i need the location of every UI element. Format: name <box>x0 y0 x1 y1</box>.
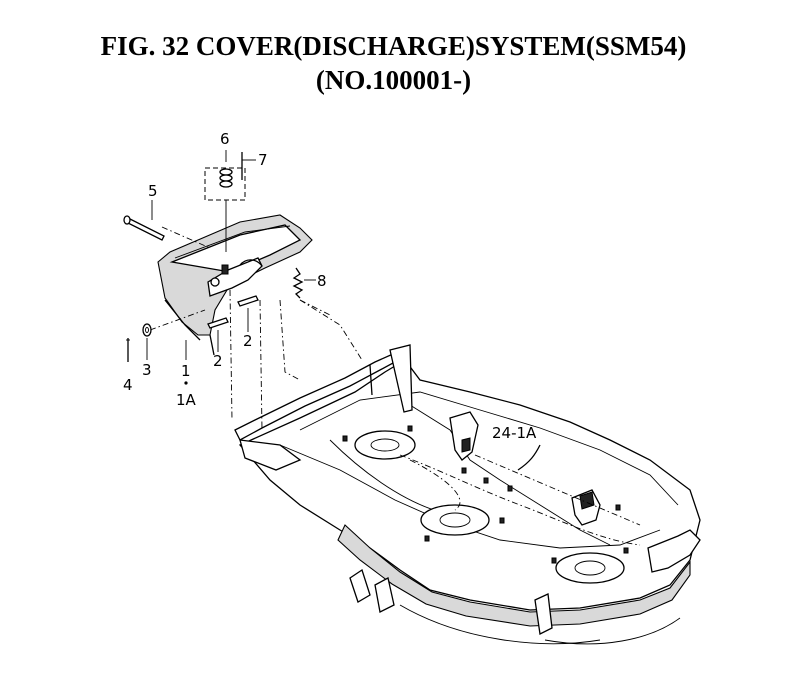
svg-text:4: 4 <box>123 376 133 394</box>
guide-line <box>259 299 263 431</box>
spring-6: 6 <box>204 130 246 252</box>
figure-serial-range: (NO.100001-) <box>315 65 472 95</box>
mower-deck-housing <box>234 344 701 645</box>
svg-text:3: 3 <box>142 361 152 379</box>
svg-text:7: 7 <box>258 151 268 169</box>
washer-3: 3 <box>142 323 152 379</box>
guide-line <box>299 299 363 361</box>
svg-text:24-1A: 24-1A <box>492 424 537 442</box>
guide-line <box>229 289 233 421</box>
spring-8: 8 <box>292 267 331 316</box>
guide-line <box>149 309 206 331</box>
spacer-2-left: 2 <box>207 317 229 370</box>
figure-title: FIG. 32 COVER(DISCHARGE)SYSTEM(SSM54) <box>100 31 687 61</box>
svg-text:1A: 1A <box>176 391 197 409</box>
spacer-2-right: 2 <box>237 295 259 350</box>
callout-24-1a: 24-1A <box>492 424 541 471</box>
cotter-pin-4: 4 <box>123 338 133 394</box>
svg-text:6: 6 <box>220 130 230 148</box>
callout-1-1a: 1 1A <box>176 340 197 409</box>
svg-text:1: 1 <box>181 362 191 380</box>
svg-text:2: 2 <box>213 352 223 370</box>
svg-text:8: 8 <box>317 272 327 290</box>
svg-text:2: 2 <box>243 332 253 350</box>
hinge-pin-5: 5 <box>123 182 165 241</box>
guide-line <box>161 226 211 249</box>
guide-line <box>279 299 301 381</box>
discharge-cover <box>157 214 313 356</box>
pin-7: 7 <box>241 151 268 180</box>
svg-text:5: 5 <box>148 182 158 200</box>
